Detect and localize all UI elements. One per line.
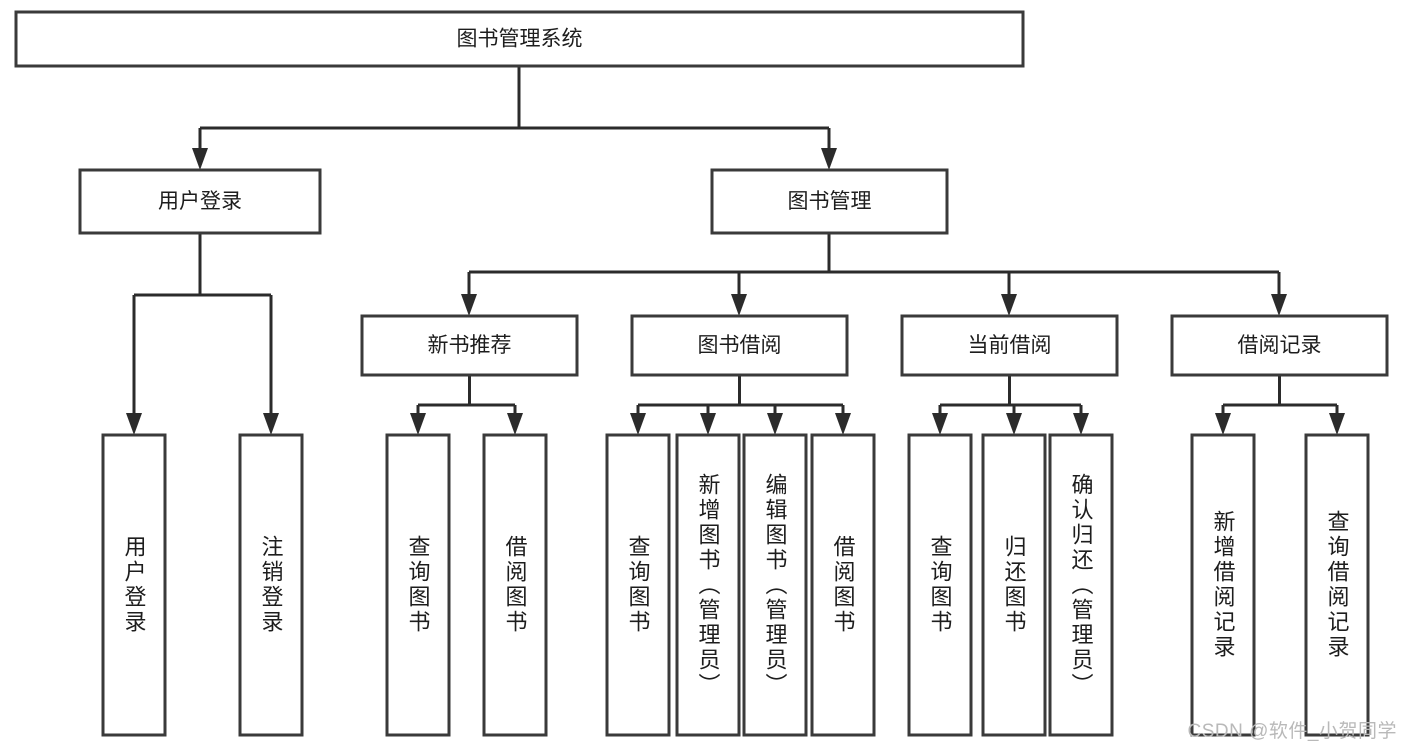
arrow-head — [767, 413, 783, 435]
leaf-node-box[interactable] — [1048, 433, 1114, 737]
leaf-node-box[interactable] — [810, 433, 876, 737]
level3-node-label: 图书借阅 — [698, 334, 782, 357]
arrow-head — [932, 413, 948, 435]
arrow-head — [461, 294, 477, 316]
level2-node-label: 用户登录 — [158, 190, 242, 213]
leaf-node-box[interactable] — [385, 433, 451, 737]
leaf-node-box[interactable] — [238, 433, 304, 737]
level3-node-box[interactable] — [630, 314, 849, 377]
arrow-head — [410, 413, 426, 435]
root-node-label: 图书管理系统 — [457, 28, 583, 51]
leaf-node-box[interactable] — [981, 433, 1047, 737]
leaf-node-box[interactable] — [482, 433, 548, 737]
level3-node-label: 新书推荐 — [428, 334, 512, 357]
leaf-node-box[interactable] — [1190, 433, 1256, 737]
leaf-node-box[interactable] — [101, 433, 167, 737]
level3-node-box[interactable] — [900, 314, 1119, 377]
level3-node-label: 当前借阅 — [968, 334, 1052, 357]
arrow-head — [630, 413, 646, 435]
level2-node-box[interactable] — [710, 168, 949, 235]
arrow-head — [507, 413, 523, 435]
arrow-head — [731, 294, 747, 316]
level2-node-box[interactable] — [78, 168, 322, 235]
arrow-head — [1073, 413, 1089, 435]
arrow-head — [1001, 294, 1017, 316]
leaf-node-box[interactable] — [907, 433, 973, 737]
arrow-head — [1215, 413, 1231, 435]
level2-node-label: 图书管理 — [788, 190, 872, 213]
level3-node-box[interactable] — [1170, 314, 1389, 377]
arrow-head — [126, 413, 142, 435]
arrow-head — [1271, 294, 1287, 316]
arrow-head — [821, 148, 837, 170]
leaf-node-box[interactable] — [605, 433, 671, 737]
leaf-node-box[interactable] — [742, 433, 808, 737]
arrow-head — [192, 148, 208, 170]
arrow-head — [1329, 413, 1345, 435]
arrow-head — [263, 413, 279, 435]
leaf-node-box[interactable] — [675, 433, 741, 737]
root-node-box[interactable] — [14, 10, 1025, 68]
watermark-text: CSDN @软件_小贺同学 — [1187, 721, 1397, 742]
leaf-node-box[interactable] — [1304, 433, 1370, 737]
arrow-head — [700, 413, 716, 435]
connector-layer — [126, 66, 1345, 435]
arrow-head — [835, 413, 851, 435]
level3-node-label: 借阅记录 — [1238, 334, 1322, 357]
level3-node-box[interactable] — [360, 314, 579, 377]
arrow-head — [1006, 413, 1022, 435]
